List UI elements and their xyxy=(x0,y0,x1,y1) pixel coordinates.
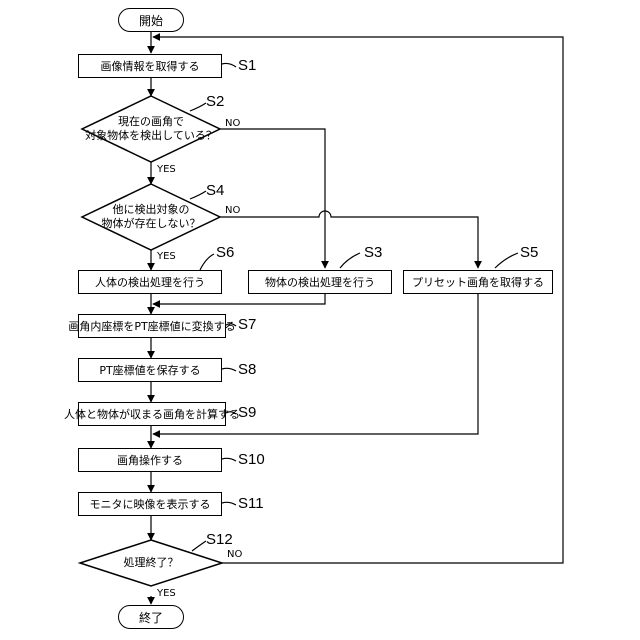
s5-preset-angle-box: プリセット画角を取得する xyxy=(403,270,553,294)
s12-decision-text: 処理終了？ xyxy=(80,556,222,570)
step-label-s7: S7 xyxy=(238,316,256,333)
step-label-s3: S3 xyxy=(364,244,382,261)
start-terminal: 開始 xyxy=(118,8,184,32)
s3-object-detection-box: 物体の検出処理を行う xyxy=(248,270,392,294)
end-terminal: 終了 xyxy=(118,605,184,629)
step-label-s5: S5 xyxy=(520,244,538,261)
step-label-s12: S12 xyxy=(206,531,233,548)
step-label-s10: S10 xyxy=(238,451,265,468)
s2-decision-line2: 対象物体を検出している？ xyxy=(82,129,220,143)
s6-human-detection-box: 人体の検出処理を行う xyxy=(78,270,222,294)
s1-acquire-image-box: 画像情報を取得する xyxy=(78,54,222,78)
s4-decision-line2: 物体が存在しない？ xyxy=(82,217,220,231)
step-label-s2: S2 xyxy=(206,93,224,110)
s12-decision-line1: 処理終了？ xyxy=(80,556,222,570)
step-label-s11: S11 xyxy=(238,495,264,512)
s4-yes-label: YES xyxy=(157,251,176,262)
step-label-s4: S4 xyxy=(206,182,224,199)
s9-compute-angle-box: 人体と物体が収まる画角を計算する xyxy=(78,402,226,426)
s2-yes-label: YES xyxy=(157,164,176,175)
s12-yes-label: YES xyxy=(157,588,176,599)
s4-no-label: NO xyxy=(225,205,240,216)
s11-display-monitor-box: モニタに映像を表示する xyxy=(78,492,222,516)
s4-decision-line1: 他に検出対象の xyxy=(82,203,220,217)
step-label-s1: S1 xyxy=(238,57,256,74)
s2-no-label: NO xyxy=(225,118,240,129)
s12-no-label: NO xyxy=(227,549,242,560)
step-label-s8: S8 xyxy=(238,361,256,378)
s8-save-pt-box: PT座標値を保存する xyxy=(78,358,222,382)
step-label-s9: S9 xyxy=(238,404,256,421)
s2-decision-text: 現在の画角で 対象物体を検出している？ xyxy=(82,115,220,143)
s10-operate-angle-box: 画角操作する xyxy=(78,448,222,472)
step-label-s6: S6 xyxy=(216,244,234,261)
s4-decision-text: 他に検出対象の 物体が存在しない？ xyxy=(82,203,220,231)
s2-decision-line1: 現在の画角で xyxy=(82,115,220,129)
s7-convert-coordinates-box: 画角内座標をPT座標値に変換する xyxy=(78,314,226,338)
